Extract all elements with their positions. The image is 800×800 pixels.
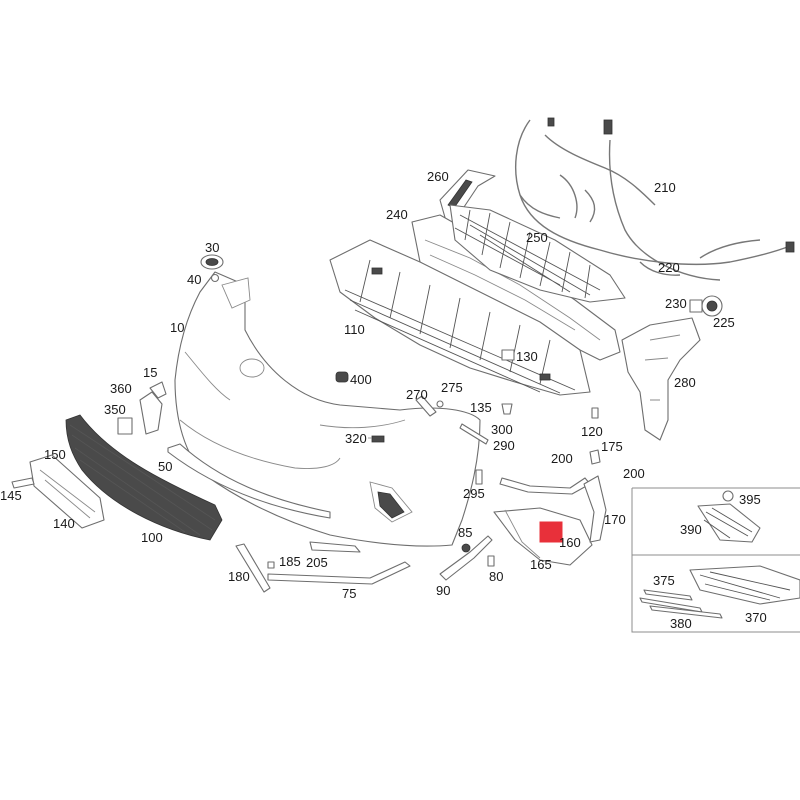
part-130-clip[interactable] bbox=[501, 349, 515, 361]
label-240: 240 bbox=[386, 207, 408, 222]
label-295: 295 bbox=[463, 486, 485, 501]
labels: 10 15 30 40 50 75 80 85 90 100 110 120 1… bbox=[0, 169, 767, 631]
part-280-side-bracket[interactable] bbox=[621, 317, 701, 441]
part-390-fog-bezel[interactable] bbox=[697, 490, 761, 543]
label-275: 275 bbox=[441, 380, 463, 395]
part-250-center-grille[interactable] bbox=[449, 204, 626, 303]
label-40: 40 bbox=[187, 272, 201, 287]
part-100-lower-mesh-grille[interactable] bbox=[65, 414, 223, 541]
label-290: 290 bbox=[493, 438, 515, 453]
part-30-emblem[interactable] bbox=[200, 254, 224, 283]
label-150: 150 bbox=[44, 447, 66, 462]
part-300-strip[interactable] bbox=[459, 423, 489, 445]
label-100: 100 bbox=[141, 530, 163, 545]
label-80: 80 bbox=[489, 569, 503, 584]
label-205: 205 bbox=[306, 555, 328, 570]
label-85: 85 bbox=[458, 525, 472, 540]
label-110: 110 bbox=[344, 322, 365, 337]
part-140-license-bracket[interactable] bbox=[11, 454, 105, 529]
label-185: 185 bbox=[279, 554, 301, 569]
label-225: 225 bbox=[713, 315, 735, 330]
label-130: 130 bbox=[516, 349, 538, 364]
part-110-lower-grille-panel[interactable] bbox=[329, 239, 591, 396]
label-360: 360 bbox=[110, 381, 132, 396]
label-50: 50 bbox=[158, 459, 172, 474]
part-75-trim[interactable] bbox=[267, 561, 411, 585]
label-120: 120 bbox=[581, 424, 603, 439]
part-205-trim[interactable] bbox=[309, 541, 361, 553]
label-175: 175 bbox=[601, 439, 623, 454]
part-240-impact-absorber[interactable] bbox=[411, 214, 621, 361]
part-10-bumper-cover[interactable] bbox=[174, 271, 481, 547]
label-75: 75 bbox=[342, 586, 356, 601]
label-380: 380 bbox=[670, 616, 692, 631]
label-280: 280 bbox=[674, 375, 696, 390]
label-260: 260 bbox=[427, 169, 449, 184]
part-350-360-bracket-set[interactable] bbox=[117, 381, 167, 435]
label-390: 390 bbox=[680, 522, 702, 537]
label-210: 210 bbox=[654, 180, 676, 195]
part-180-trim[interactable] bbox=[235, 543, 275, 593]
part-200-strip[interactable] bbox=[499, 477, 591, 495]
part-320-screw[interactable] bbox=[368, 435, 385, 443]
label-300: 300 bbox=[491, 422, 513, 437]
label-370: 370 bbox=[745, 610, 767, 625]
inset-panel bbox=[631, 487, 800, 633]
label-200a: 200 bbox=[551, 451, 573, 466]
part-160-highlight[interactable] bbox=[539, 521, 563, 543]
label-350: 350 bbox=[104, 402, 126, 417]
label-90: 90 bbox=[436, 583, 450, 598]
part-370-trim-set[interactable] bbox=[689, 565, 800, 605]
label-270: 270 bbox=[406, 387, 428, 402]
part-295-screw[interactable] bbox=[475, 469, 483, 485]
part-135-120-clips[interactable] bbox=[501, 403, 599, 419]
part-50-trim[interactable] bbox=[167, 443, 331, 519]
label-400: 400 bbox=[350, 372, 372, 387]
part-230-parking-sensor[interactable] bbox=[689, 295, 723, 317]
label-395: 395 bbox=[739, 492, 761, 507]
label-160: 160 bbox=[559, 535, 581, 550]
part-90-trim[interactable] bbox=[439, 535, 495, 581]
label-15: 15 bbox=[143, 365, 157, 380]
label-145: 145 bbox=[0, 488, 22, 503]
label-165: 165 bbox=[530, 557, 552, 572]
label-375: 375 bbox=[653, 573, 675, 588]
part-400-plug[interactable] bbox=[335, 371, 349, 383]
label-200b: 200 bbox=[623, 466, 645, 481]
part-210-wiring-harness[interactable] bbox=[515, 117, 795, 281]
label-250: 250 bbox=[526, 230, 548, 245]
part-270-clip[interactable] bbox=[415, 395, 444, 417]
label-180: 180 bbox=[228, 569, 250, 584]
label-140: 140 bbox=[53, 516, 75, 531]
label-230: 230 bbox=[665, 296, 687, 311]
part-170-side-strip[interactable] bbox=[583, 449, 607, 543]
label-10: 10 bbox=[170, 320, 184, 335]
label-220: 220 bbox=[658, 260, 680, 275]
label-170: 170 bbox=[604, 512, 626, 527]
label-30: 30 bbox=[205, 240, 219, 255]
label-320: 320 bbox=[345, 431, 367, 446]
part-380-trim[interactable] bbox=[649, 605, 723, 619]
label-135: 135 bbox=[470, 400, 492, 415]
